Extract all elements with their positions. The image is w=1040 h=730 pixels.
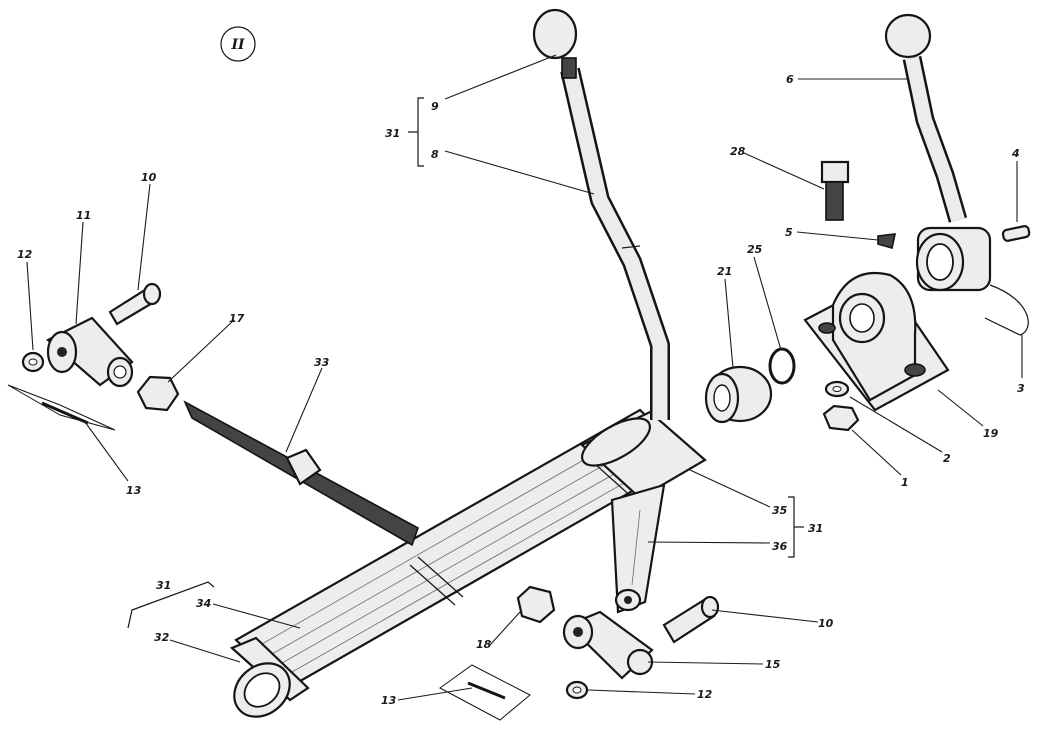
nut-17 [516,585,556,624]
lever-6-hub [915,226,992,292]
callout-1: 1 [901,476,909,489]
view-marker-label: II [230,37,245,53]
callout-8: 8 [431,148,439,161]
cotter-pin-13-left [7,384,116,431]
callout-34: 33 [314,356,330,369]
lever-6-knob [884,13,932,59]
callout-13-right: 13 [381,694,397,707]
bolt-head [820,160,850,184]
bracket-31-right [788,496,795,558]
pin-10-left [108,282,162,326]
cotter-pin-13-right [439,664,531,721]
knob-9 [532,8,578,79]
fork-11 [46,316,134,388]
callout-11: 11 [76,209,91,222]
callout-5: 5 [785,226,793,239]
bracket-hole [904,363,926,377]
threaded-rod-34 [183,400,419,547]
callout-17: 18 [476,638,492,651]
callout-21: 21 [717,265,732,278]
tube-end-cap-32 [229,636,310,718]
tube-joint-1 [409,564,456,606]
bolt-28 [820,160,850,221]
callout-31-top: 31 [385,127,400,140]
callout-12-left: 12 [17,248,33,261]
group-brackets [127,97,804,629]
callout-15: 17 [229,312,245,325]
callout-12-right: 12 [697,688,713,701]
callout-33: 34 [196,597,211,610]
collar-35 [580,410,707,500]
callout-31-right: 31 [808,522,823,535]
callout-25: 25 [747,243,763,256]
callout-6: 6 [786,73,794,86]
bearing-21 [704,365,773,424]
callout-31-lower: 31 [156,579,171,592]
leader-lines [26,54,1023,701]
callout-3: 3 [1017,382,1025,395]
callout-9: 9 [431,100,439,113]
lever-8 [560,67,670,420]
pin-10-right [662,595,720,644]
callout-10-left: 10 [141,171,157,184]
callout-32: 32 [154,631,170,644]
key-4 [1001,225,1031,242]
pin-5 [877,233,897,250]
nut-15 [136,375,180,412]
callout-19: 19 [983,427,999,440]
view-marker: II [220,26,256,62]
end-cap-bore [243,672,281,708]
fork-18 [562,610,654,680]
bracket-31-lower [127,581,215,629]
callout-4: 4 [1011,147,1020,160]
bracket-19 [803,271,950,412]
callout-13-left: 13 [126,484,142,497]
rod-hex [285,448,322,486]
view-marker-circle [220,26,256,62]
nut-1 [822,404,860,432]
lever-6 [884,13,992,292]
knob-ball [532,8,578,60]
spring-wire-3 [984,284,1029,336]
callout-35: 35 [772,504,788,517]
bolt-thread [825,181,844,221]
bracket-bore [849,303,875,333]
callout-28: 28 [730,145,746,158]
bracket-31-top [417,97,424,167]
callout-18: 15 [765,658,781,671]
arm-36 [610,483,666,614]
knob-thread [561,57,577,79]
callout-labels: 9 31 8 6 28 4 5 25 21 3 19 2 1 35 31 36 … [17,73,1025,707]
callout-2: 2 [943,452,951,465]
callout-10-right: 10 [818,617,834,630]
callout-36: 36 [772,540,788,553]
retaining-ring-25 [768,347,796,385]
